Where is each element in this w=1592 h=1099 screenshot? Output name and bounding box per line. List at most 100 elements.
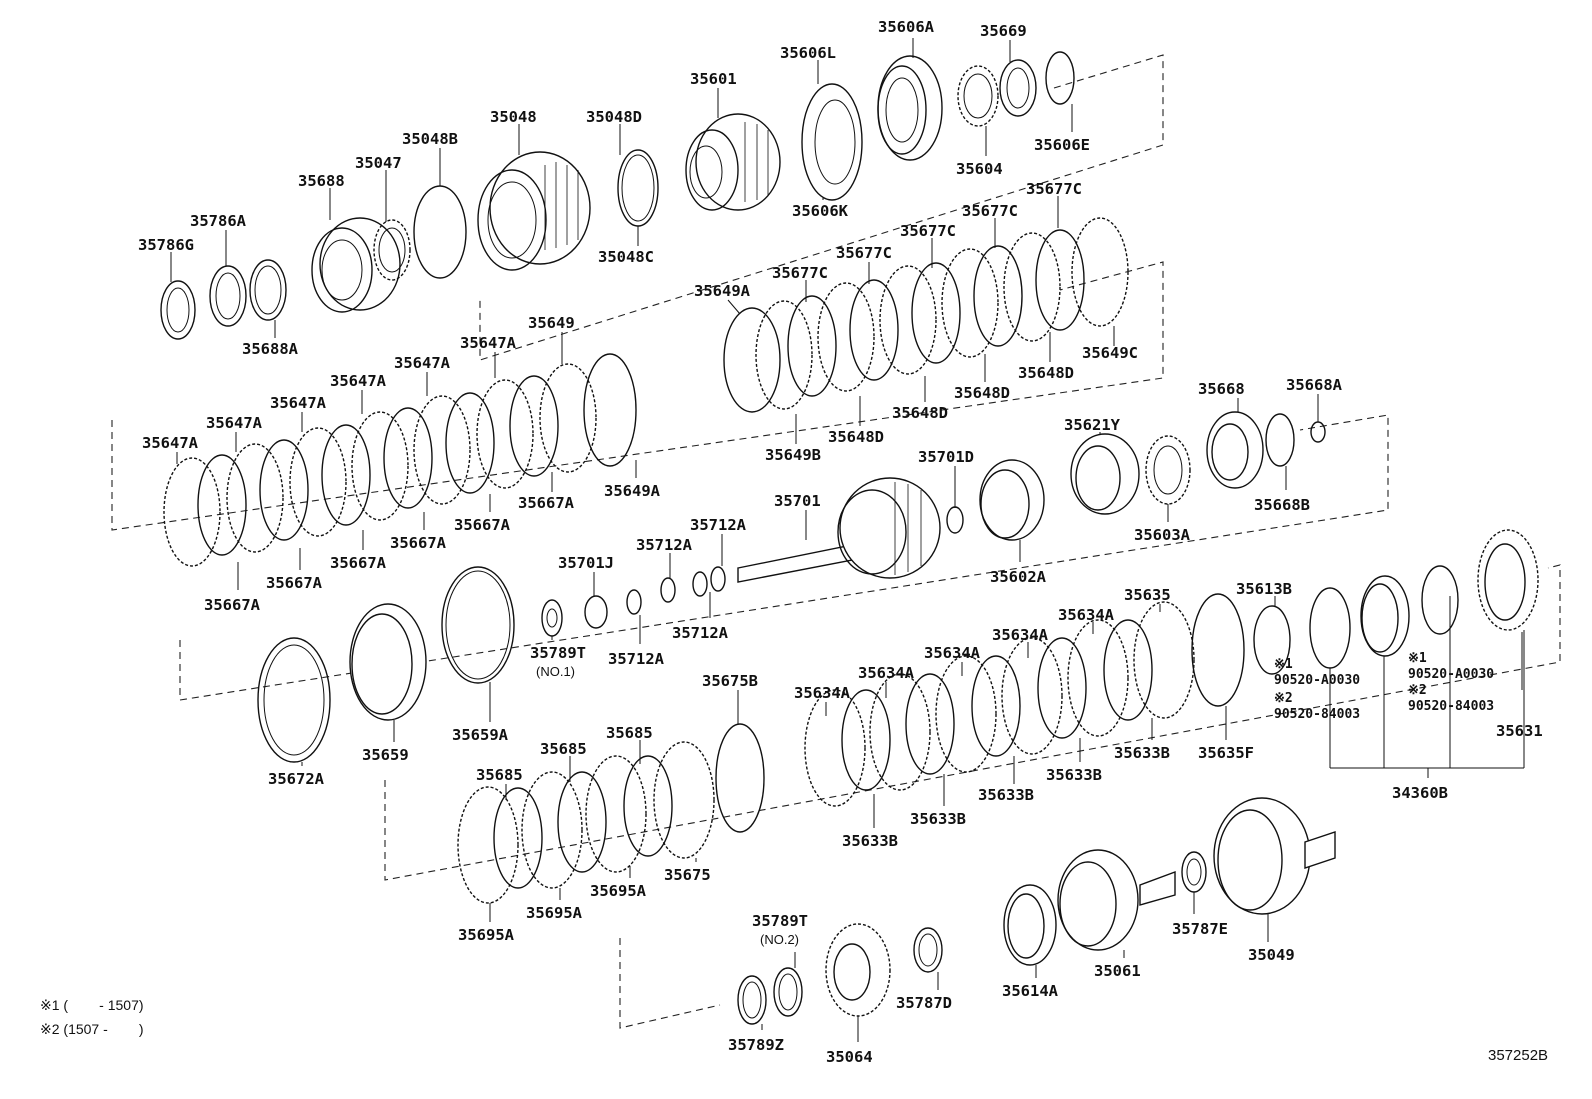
- label-35064: 35064: [826, 1048, 873, 1066]
- label-35649A-2: 35649A: [604, 482, 661, 500]
- label-35667A-6: 35667A: [204, 596, 261, 614]
- part-35048-drum: [477, 151, 591, 271]
- part-35061-drum: [1057, 849, 1176, 951]
- label-35048D: 35048D: [586, 108, 642, 126]
- part-35668A-ring: [1310, 421, 1326, 443]
- label-35677C-2: 35677C: [962, 202, 1018, 220]
- label-35634A-1: 35634A: [1058, 606, 1115, 624]
- label-90520-84003-a: 90520-84003: [1274, 707, 1360, 722]
- label-35675: 35675: [664, 866, 711, 884]
- part-35048B-ring: [413, 185, 467, 279]
- group-box-bottom: [619, 938, 721, 1029]
- label-35789T-1: 35789T: [530, 644, 586, 662]
- label-35787E: 35787E: [1172, 920, 1228, 938]
- label-35712A-4: 35712A: [608, 650, 665, 668]
- label-35695A-3: 35695A: [458, 926, 515, 944]
- label-35668A: 35668A: [1286, 376, 1343, 394]
- note-mark2-b: ※2: [1408, 683, 1427, 698]
- label-35667A-5: 35667A: [266, 574, 323, 592]
- label-35621Y: 35621Y: [1064, 416, 1121, 434]
- label-35633B-5: 35633B: [842, 832, 898, 850]
- label-35613B: 35613B: [1236, 580, 1292, 598]
- label-35688A: 35688A: [242, 340, 299, 358]
- label-35604: 35604: [956, 160, 1003, 178]
- label-35685-3: 35685: [476, 766, 523, 784]
- part-35787E-washer: [1181, 851, 1207, 893]
- label-35667A-4: 35667A: [330, 554, 387, 572]
- label-35603A: 35603A: [1134, 526, 1191, 544]
- label-35647A-4: 35647A: [270, 394, 327, 412]
- label-35634A-3: 35634A: [924, 644, 981, 662]
- part-35701-shaft: [737, 477, 941, 583]
- label-35672A: 35672A: [268, 770, 325, 788]
- part-35787D-ring: [913, 927, 943, 973]
- label-no2: (NO.2): [760, 932, 799, 947]
- part-35613B-ring: [1253, 605, 1291, 675]
- label-35606L: 35606L: [780, 44, 836, 62]
- label-35685-2: 35685: [540, 740, 587, 758]
- part-35701D-ring: [946, 506, 964, 534]
- part-35064-gear: [825, 923, 891, 1017]
- part-35606A-piston: [877, 55, 943, 161]
- part-35786A-ring: [209, 265, 247, 327]
- part-35603A-gear: [1145, 435, 1191, 505]
- part-35606E-snap-ring: [1045, 51, 1075, 105]
- part-90520-84003-snap-ring: [1421, 565, 1459, 635]
- part-35688-drum: [311, 217, 401, 313]
- label-35647A-2: 35647A: [394, 354, 451, 372]
- label-35659A: 35659A: [452, 726, 509, 744]
- part-35786G-ring: [160, 280, 196, 340]
- label-35606E: 35606E: [1034, 136, 1090, 154]
- part-35048C-snap-ring: [617, 149, 659, 227]
- part-35672A-ring: [257, 637, 331, 763]
- leader-lines: [170, 38, 1525, 1042]
- label-35786G: 35786G: [138, 236, 194, 254]
- part-35606L-plate: [801, 83, 863, 201]
- label-35647A-1: 35647A: [460, 334, 517, 352]
- part-90520-A0030-snap-ring: [1309, 587, 1351, 669]
- label-35602A: 35602A: [990, 568, 1047, 586]
- label-35695A-1: 35695A: [590, 882, 647, 900]
- label-35649: 35649: [528, 314, 575, 332]
- part-35614A-ring: [1003, 884, 1057, 966]
- part-35668B-ring: [1265, 413, 1295, 467]
- part-35701J-clip: [584, 595, 608, 629]
- label-35668: 35668: [1198, 380, 1245, 398]
- label-35635F: 35635F: [1198, 744, 1254, 762]
- label-35701D: 35701D: [918, 448, 974, 466]
- part-35688A-ring: [249, 259, 287, 321]
- label-35633B-2: 35633B: [1046, 766, 1102, 784]
- label-35647A-3: 35647A: [330, 372, 387, 390]
- label-35047: 35047: [355, 154, 402, 172]
- label-35701: 35701: [774, 492, 821, 510]
- label-35712A-3: 35712A: [672, 624, 729, 642]
- label-90520-A0030-a: 90520-A0030: [1274, 673, 1360, 688]
- part-35789T-no2-bushing: [773, 967, 803, 1017]
- part-35789Z-bushing: [737, 975, 767, 1025]
- label-35631: 35631: [1496, 722, 1543, 740]
- label-35688: 35688: [298, 172, 345, 190]
- part-35047-bearing: [373, 219, 411, 281]
- label-35677C-4: 35677C: [836, 244, 892, 262]
- note-mark1-a: ※1: [1274, 657, 1293, 672]
- label-35786A: 35786A: [190, 212, 247, 230]
- label-35677C-3: 35677C: [900, 222, 956, 240]
- label-35659: 35659: [362, 746, 409, 764]
- part-35659-ring: [349, 603, 427, 721]
- label-35633B-1: 35633B: [1114, 744, 1170, 762]
- label-90520-A0030-b: 90520-A0030: [1408, 667, 1494, 682]
- label-35648D-3: 35648D: [892, 404, 948, 422]
- label-35667A-3: 35667A: [390, 534, 447, 552]
- label-35048B: 35048B: [402, 130, 458, 148]
- part-35602A-drum: [979, 459, 1045, 541]
- label-35669: 35669: [980, 22, 1027, 40]
- label-35601: 35601: [690, 70, 737, 88]
- group-box-top: [479, 54, 1164, 361]
- label-35647A-5: 35647A: [206, 414, 263, 432]
- label-35789Z: 35789Z: [728, 1036, 784, 1054]
- part-35604-ring: [957, 65, 999, 127]
- note-mark1-b: ※1: [1408, 651, 1427, 666]
- label-no1: (NO.1): [536, 664, 575, 679]
- label-35649A-1: 35649A: [694, 282, 751, 300]
- clutch-pack-left: [163, 353, 637, 567]
